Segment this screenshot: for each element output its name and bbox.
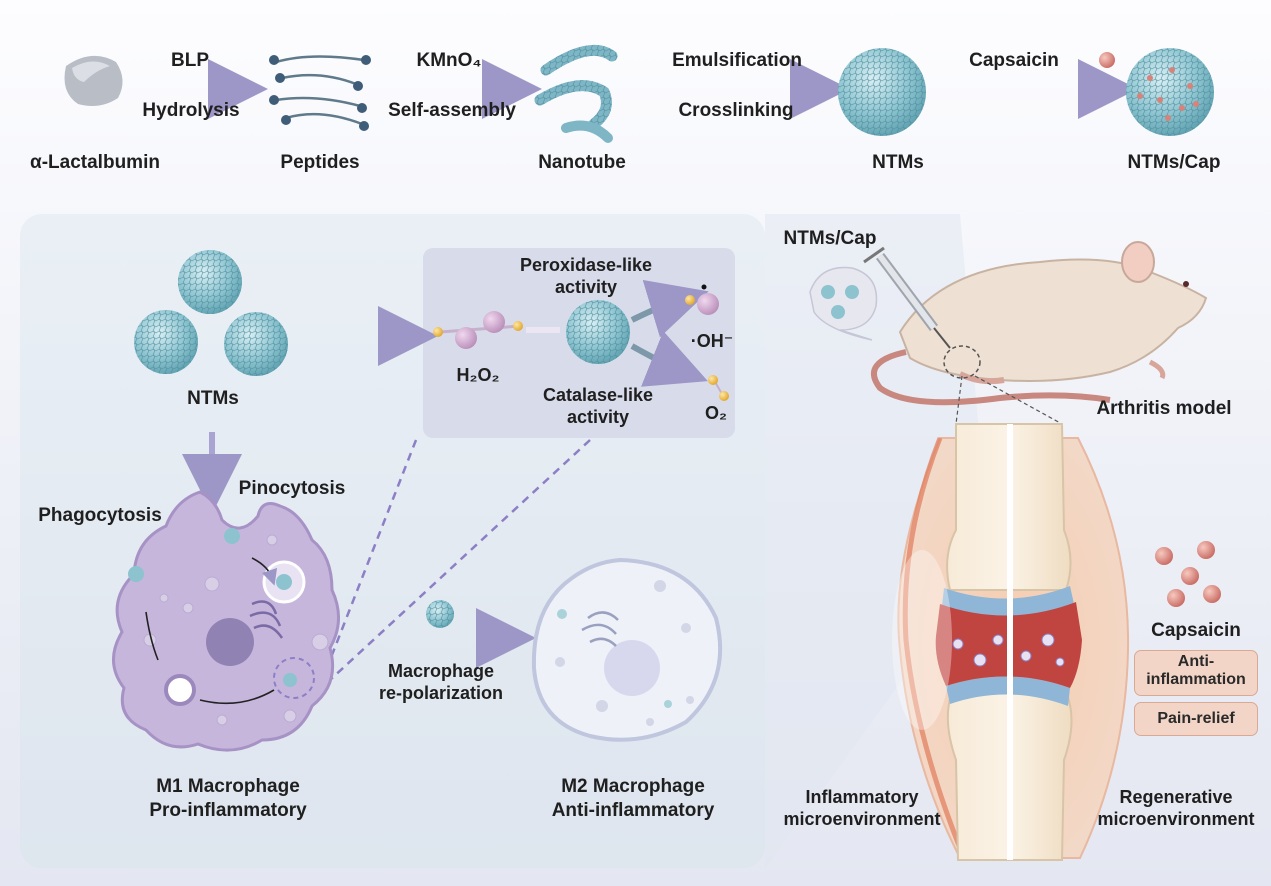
m1-label-line2: Pro-inflammatory	[149, 800, 307, 821]
step-nanotube-label: Nanotube	[538, 152, 626, 173]
pain-relief-label: Pain-relief	[1157, 710, 1235, 727]
ntms-cap-bubble	[809, 266, 878, 341]
ntms-particle-icon	[838, 48, 926, 136]
pain-relief-badge: Pain-relief	[1134, 702, 1258, 736]
hydroxyl-radical-icon	[685, 284, 719, 315]
badge-line1: Anti-	[1177, 653, 1215, 670]
arrow1-top-label: BLP	[171, 50, 209, 71]
syringe-icon	[863, 246, 951, 349]
injection-label: NTMs/Cap	[783, 228, 877, 249]
arthritis-model-label: Arthritis model	[1096, 398, 1232, 419]
capsaicin-icon	[1099, 52, 1115, 68]
oxygen-label: O₂	[705, 403, 727, 423]
inflammatory-label-line2: microenvironment	[783, 809, 941, 829]
ntms-cap-particle-icon	[1126, 48, 1214, 136]
pinocytosis-label: Pinocytosis	[238, 478, 346, 499]
step-ntms-label: NTMs	[872, 152, 924, 173]
phagocytosis-label: Phagocytosis	[38, 505, 162, 526]
lactalbumin-icon	[64, 55, 123, 106]
step-ntms-cap-label: NTMs/Cap	[1127, 152, 1221, 173]
step-peptides-label: Peptides	[280, 152, 360, 173]
m2-label-line2: Anti-inflammatory	[551, 800, 715, 821]
inflammatory-label-line1: Inflammatory	[805, 787, 919, 807]
hydroxyl-label: ·OH⁻	[690, 331, 734, 351]
catalase-label-line1: Catalase-like	[542, 385, 654, 405]
joint-cross-section	[892, 423, 1130, 861]
capsaicin-label: Capsaicin	[1151, 620, 1241, 641]
peroxidase-label-line1: Peroxidase-like	[519, 255, 653, 275]
mouse-icon	[871, 241, 1208, 406]
oxygen-molecule-icon	[708, 375, 729, 401]
catalase-label-line2: activity	[566, 407, 630, 427]
repolarization-label-line2: re-polarization	[378, 683, 504, 703]
peptides-icon	[275, 55, 365, 126]
capsaicin-cluster	[1155, 541, 1221, 607]
nanotube-icon	[534, 44, 618, 143]
regenerative-label-line1: Regenerative	[1119, 787, 1233, 807]
m2-macrophage-icon	[531, 557, 723, 742]
arrow3-bottom-label: Crosslinking	[678, 100, 794, 121]
regenerative-label-line2: microenvironment	[1097, 809, 1255, 829]
peroxidase-label-line2: activity	[554, 277, 618, 297]
h2o2-molecule-icon	[433, 311, 523, 349]
step-lactalbumin-label: α-Lactalbumin	[30, 152, 160, 173]
arrow2-top-label: KMnO₄	[416, 50, 482, 71]
h2o2-label: H₂O₂	[456, 365, 500, 385]
arrow2-bottom-label: Self-assembly	[388, 100, 516, 121]
m1-label-line1: M1 Macrophage	[156, 776, 300, 797]
m2-label-line1: M2 Macrophage	[561, 776, 705, 797]
arrow3-top-label: Emulsification	[672, 50, 802, 71]
m1-macrophage-icon	[112, 490, 340, 752]
arrow4-top-label: Capsaicin	[969, 50, 1059, 71]
badge-line2: inflammation	[1146, 671, 1246, 688]
ntms-label: NTMs	[187, 388, 239, 409]
repolarization-label-line1: Macrophage	[387, 661, 495, 681]
ntms-cluster	[134, 250, 288, 376]
arrow1-bottom-label: Hydrolysis	[142, 100, 240, 121]
anti-inflammation-badge: Anti- inflammation	[1134, 650, 1258, 696]
